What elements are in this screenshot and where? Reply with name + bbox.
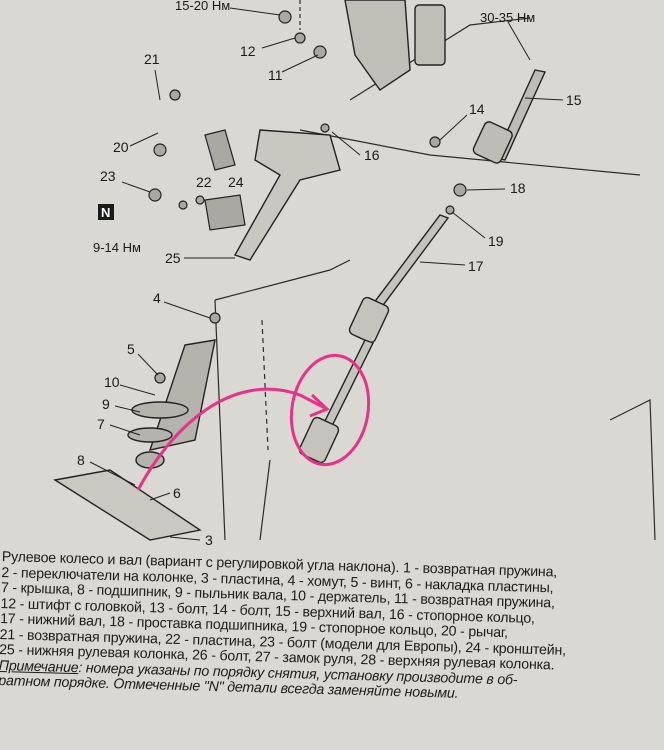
part-number: 5 — [127, 341, 135, 357]
figure-caption: Рулевое колесо и вал (вариант с регулиро… — [0, 549, 664, 708]
part-number: 11 — [268, 67, 283, 83]
dust-boot — [127, 339, 216, 469]
part-number: 19 — [488, 233, 504, 249]
arrow-head-icon — [309, 393, 330, 418]
part-number: 16 — [364, 147, 380, 163]
torque-label: 15-20 Нм — [175, 0, 230, 13]
part-number: 7 — [97, 416, 105, 432]
part-number: 12 — [240, 43, 256, 59]
part-number: 17 — [468, 258, 484, 274]
lower-shaft — [298, 214, 450, 464]
part-number: 23 — [100, 168, 116, 184]
new-part-badge — [98, 204, 114, 220]
part-number: 4 — [153, 290, 161, 306]
part-number: 21 — [144, 51, 160, 67]
new-part-marker: N — [101, 205, 110, 220]
torque-label: 30-35 Нм — [480, 10, 535, 25]
hand-drawn-annotation — [136, 353, 371, 491]
part-number: 14 — [469, 101, 485, 117]
small-parts — [148, 10, 467, 384]
lower-steering-column — [233, 129, 341, 261]
part-number: 10 — [104, 374, 120, 390]
pointer-arrow — [136, 387, 326, 491]
part-number: 24 — [228, 174, 244, 190]
plate — [53, 469, 202, 541]
steering-column-exploded-diagram: 15-20 Нм 30-35 Нм 9-14 Нм 12 11 21 20 14… — [53, 0, 656, 545]
part-number: 9 — [102, 396, 110, 412]
part-number: 3 — [205, 532, 213, 545]
part-number: 8 — [77, 452, 85, 468]
upper-shaft — [472, 69, 547, 164]
torque-label: 9-14 Нм — [93, 240, 141, 255]
column-switches — [344, 0, 446, 91]
part-number: 18 — [510, 180, 526, 196]
leader-lines — [89, 7, 564, 541]
part-number: 20 — [113, 139, 129, 155]
part-number: 15 — [566, 92, 582, 108]
highlight-circle — [289, 353, 371, 467]
part-number: 22 — [196, 174, 212, 190]
part-number: 6 — [173, 485, 181, 501]
part-number: 25 — [165, 250, 181, 266]
guide-lines — [214, 0, 656, 541]
